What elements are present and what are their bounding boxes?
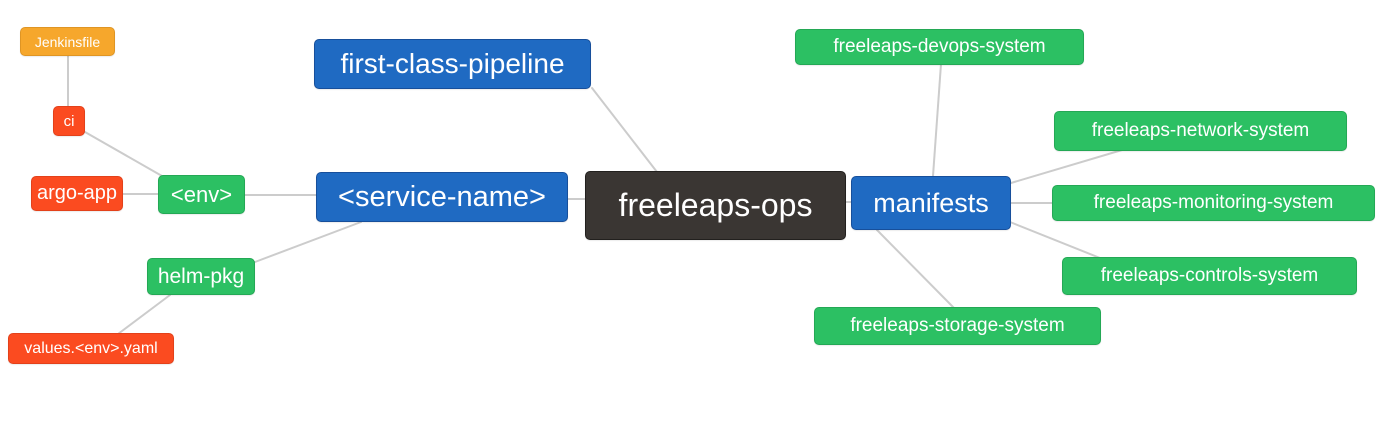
edge-manifests-storage-system (876, 229, 955, 309)
edge-manifests-devops-system (932, 63, 942, 177)
node-freeleaps-storage-system[interactable]: freeleaps-storage-system (814, 307, 1101, 345)
node-freeleaps-monitoring-system[interactable]: freeleaps-monitoring-system (1052, 185, 1375, 221)
edge-helm-pkg-values-yaml (117, 294, 171, 335)
node-jenkinsfile[interactable]: Jenkinsfile (20, 27, 115, 56)
node-freeleaps-devops-system[interactable]: freeleaps-devops-system (795, 29, 1084, 65)
node-argo-app[interactable]: argo-app (31, 176, 123, 211)
edge-ci-env (84, 131, 163, 177)
edge-manifests-controls-system (1009, 221, 1101, 259)
edge-first-class-pipeline-freeleaps-ops (591, 87, 658, 173)
edge-manifests-network-system (1010, 149, 1123, 184)
node-service-name[interactable]: <service-name> (316, 172, 568, 222)
node-helm-pkg[interactable]: helm-pkg (147, 258, 255, 295)
node-manifests[interactable]: manifests (851, 176, 1011, 230)
node-env[interactable]: <env> (158, 175, 245, 214)
node-freeleaps-ops[interactable]: freeleaps-ops (585, 171, 846, 240)
node-values-env-yaml[interactable]: values.<env>.yaml (8, 333, 174, 364)
node-freeleaps-network-system[interactable]: freeleaps-network-system (1054, 111, 1347, 151)
node-first-class-pipeline[interactable]: first-class-pipeline (314, 39, 591, 89)
node-freeleaps-controls-system[interactable]: freeleaps-controls-system (1062, 257, 1357, 295)
edge-service-name-helm-pkg (254, 221, 362, 263)
node-ci[interactable]: ci (53, 106, 85, 136)
